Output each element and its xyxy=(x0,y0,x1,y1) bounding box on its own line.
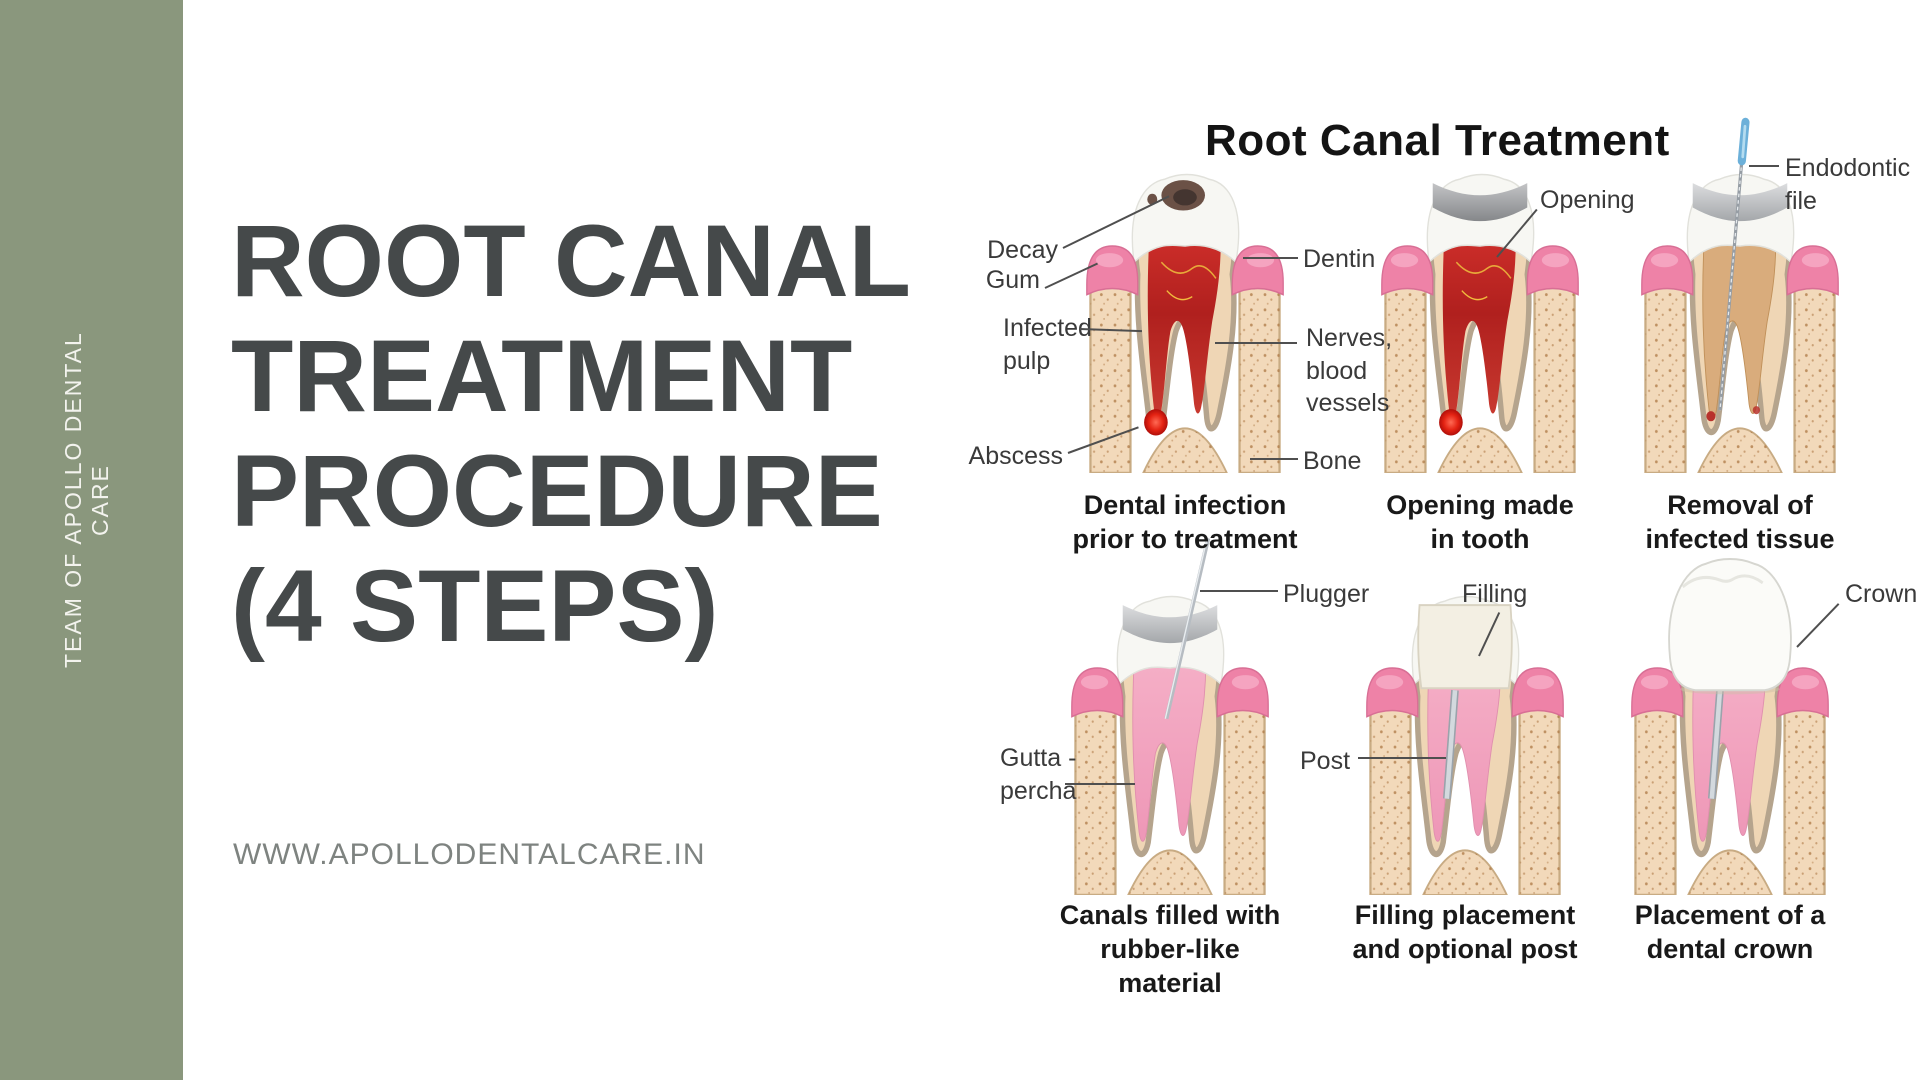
page-title-line-4: (4 STEPS) xyxy=(231,549,719,663)
leader-line-nerves xyxy=(1215,342,1297,344)
tooth-stage-5-filling-illustration xyxy=(1366,595,1564,895)
label-post: Post xyxy=(1300,747,1351,775)
tooth-stage-1-infection-illustration xyxy=(1086,173,1284,473)
diagram-title: Root Canal Treatment xyxy=(1205,116,1670,165)
label-gutta-percha: Gutta - percha xyxy=(1000,744,1077,805)
leader-line-gutta-percha xyxy=(1065,783,1135,785)
tooth-stage-4-gutta-percha-illustration xyxy=(1071,537,1269,895)
label-infected-pulp: Infected pulp xyxy=(1003,314,1092,375)
website-url: WWW.APOLLODENTALCARE.IN xyxy=(233,838,706,871)
label-crown: Crown xyxy=(1845,580,1918,608)
label-endodontic-file: Endodontic file xyxy=(1785,154,1911,215)
step-caption-5: Filling placement and optional post xyxy=(1352,900,1578,965)
leader-line-post xyxy=(1358,757,1446,759)
label-decay: Decay xyxy=(987,236,1058,264)
sidebar-vertical-text: TEAM OF APOLLO DENTAL CARE xyxy=(60,331,113,669)
step-caption-2: Opening made in tooth xyxy=(1386,490,1574,555)
page-title-line-3: PROCEDURE xyxy=(231,434,883,548)
leader-line-plugger xyxy=(1200,590,1278,592)
leader-line-bone xyxy=(1250,458,1298,460)
leader-line-dentin xyxy=(1243,257,1298,259)
sidebar: TEAM OF APOLLO DENTAL CARE xyxy=(0,0,183,1080)
label-gum: Gum xyxy=(985,266,1040,294)
post-rod xyxy=(1707,689,1724,800)
step-caption-3: Removal of infected tissue xyxy=(1645,490,1835,555)
label-dentin: Dentin xyxy=(1303,245,1376,273)
tooth-stage-6-crown-illustration xyxy=(1631,558,1829,895)
label-opening: Opening xyxy=(1540,186,1635,214)
label-nerves-blood-vessels: Nerves, blood vessels xyxy=(1306,324,1393,417)
page-title-line-1: ROOT CANAL xyxy=(231,204,911,318)
abscess-blob xyxy=(1439,409,1463,436)
label-plugger: Plugger xyxy=(1283,580,1370,608)
tooth-stage-3-cleaning-illustration xyxy=(1641,117,1839,473)
filling-block xyxy=(1417,604,1513,690)
crown-shape xyxy=(1668,558,1792,695)
root-tip-remnant xyxy=(1752,406,1760,415)
page-title-line-2: TREATMENT xyxy=(231,319,853,433)
endodontic-file xyxy=(1718,117,1750,411)
step-caption-6: Placement of a dental crown xyxy=(1634,900,1826,965)
decay-spot xyxy=(1147,180,1205,211)
post-rod xyxy=(1442,689,1459,800)
root-tip-remnant xyxy=(1706,411,1716,422)
leader-line-endodontic-file xyxy=(1749,165,1779,167)
step-caption-4: Canals filled with rubber-like material xyxy=(1059,900,1281,999)
label-abscess: Abscess xyxy=(968,442,1063,470)
step-caption-1: Dental infection prior to treatment xyxy=(1072,490,1298,555)
label-bone: Bone xyxy=(1303,447,1362,475)
plugger-instrument xyxy=(1164,537,1211,720)
tooth-stage-2-opening-illustration xyxy=(1381,173,1579,473)
abscess-blob xyxy=(1144,409,1168,436)
label-filling: Filling xyxy=(1462,580,1528,608)
